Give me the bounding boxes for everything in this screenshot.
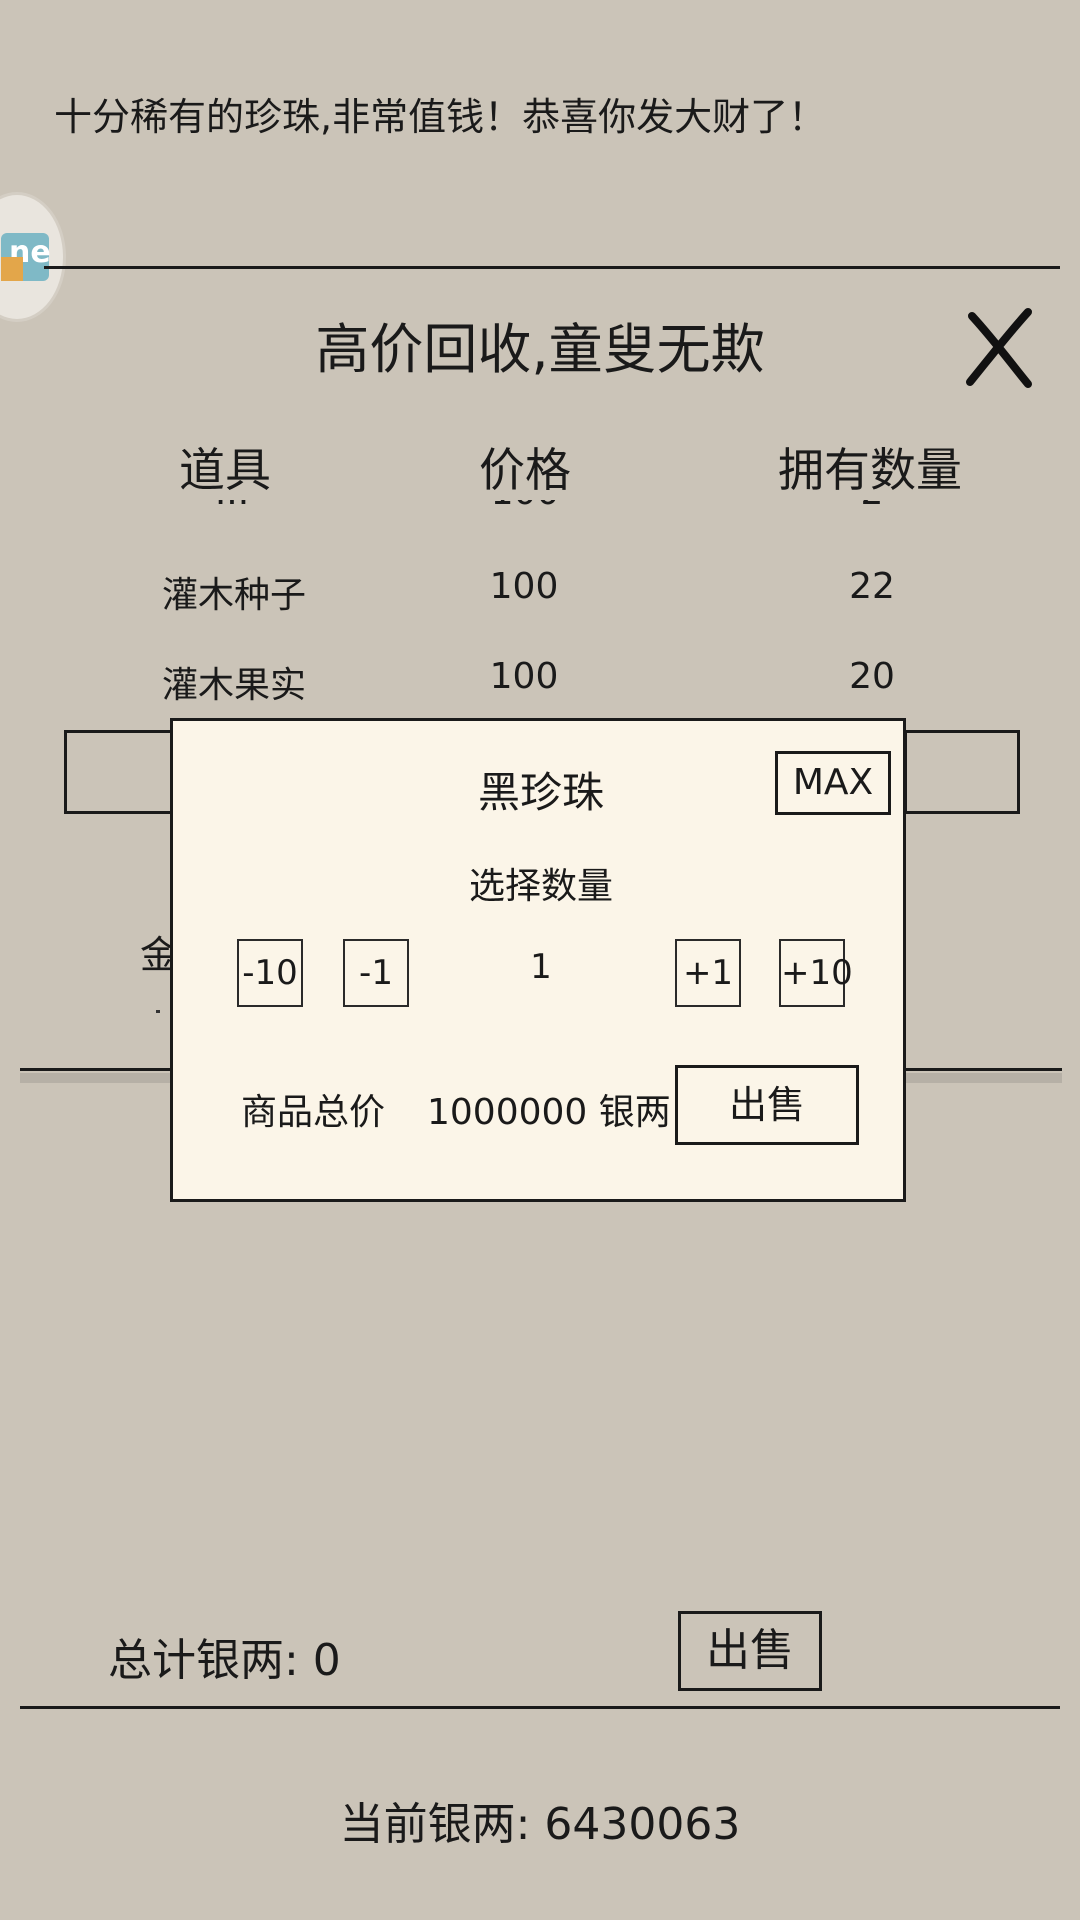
- dialog-sell-button[interactable]: 出售: [675, 1065, 859, 1145]
- shop-title: 高价回收,童叟无欺: [315, 318, 765, 381]
- row-item-name: ...: [82, 500, 382, 513]
- total-price-label: 商品总价: [241, 1092, 386, 1133]
- table-row-price: 100: [489, 566, 559, 607]
- floating-assistant-button[interactable]: ne: [0, 192, 66, 322]
- max-button[interactable]: MAX: [775, 751, 891, 815]
- table-row-price: 100: [489, 656, 559, 697]
- plus-10-button[interactable]: +10: [779, 939, 853, 1007]
- plus-1-button[interactable]: +1: [675, 939, 741, 1007]
- bottom-divider: [20, 1706, 1060, 1709]
- table-row-partial[interactable]: ... 100 2: [0, 500, 1080, 514]
- sell-quantity-dialog: 黑珍珠 MAX 选择数量 -10 -1 1 +1 +10 商品总价 100000…: [170, 718, 906, 1202]
- row-item-price: 100: [375, 500, 675, 513]
- table-row-name[interactable]: 灌木种子: [161, 575, 306, 616]
- column-header-item: 道具: [179, 443, 271, 497]
- quantity-value: 1: [530, 947, 552, 987]
- table-row-count: 20: [849, 656, 895, 697]
- close-icon[interactable]: [966, 306, 1036, 388]
- row-item-count: 2: [722, 500, 1022, 513]
- background-button-left[interactable]: [64, 730, 180, 814]
- background-button-right[interactable]: [904, 730, 1020, 814]
- sell-button[interactable]: 出售: [678, 1611, 822, 1691]
- background-dot: [156, 1010, 160, 1013]
- app-logo-icon: ne: [1, 233, 51, 281]
- column-header-price: 价格: [479, 443, 571, 497]
- top-divider: [44, 266, 1060, 269]
- table-row-count: 22: [849, 566, 895, 607]
- column-header-count: 拥有数量: [778, 443, 962, 497]
- minus-1-button[interactable]: -1: [343, 939, 409, 1007]
- minus-10-button[interactable]: -10: [237, 939, 303, 1007]
- table-row-name[interactable]: 灌木果实: [161, 665, 306, 706]
- item-description: 十分稀有的珍珠,非常值钱！恭喜你发大财了！: [54, 95, 827, 139]
- dialog-title: 黑珍珠: [477, 768, 604, 817]
- select-quantity-label: 选择数量: [468, 866, 613, 907]
- total-price-value: 1000000 银两: [427, 1092, 671, 1133]
- current-silver: 当前银两: 6430063: [339, 1799, 741, 1850]
- total-silver-label: 总计银两: 0: [108, 1635, 341, 1686]
